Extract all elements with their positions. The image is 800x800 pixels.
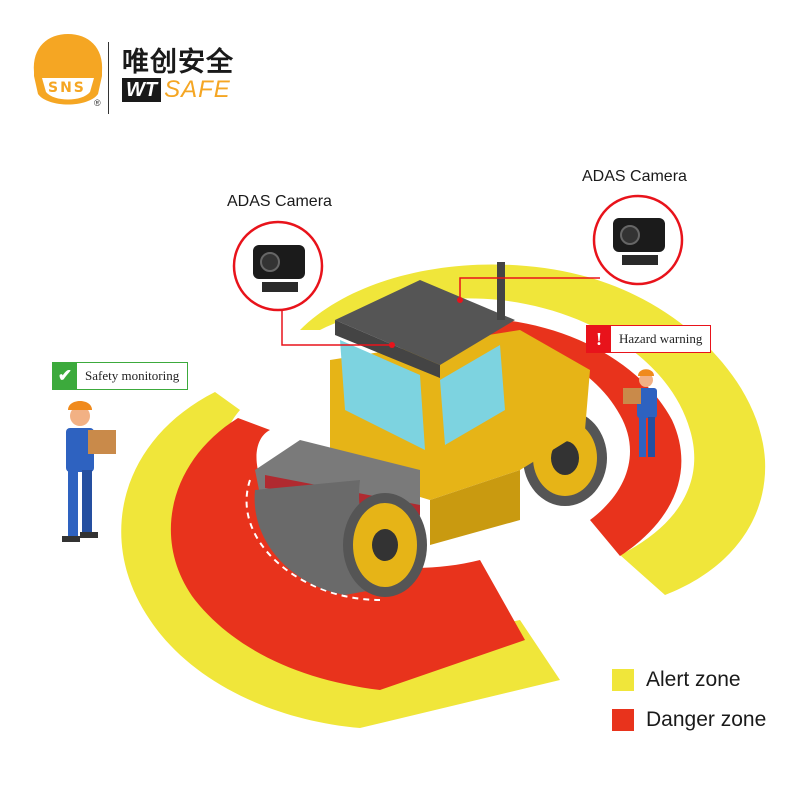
- legend-item-danger: Danger zone: [612, 700, 766, 740]
- alert-zone-swatch: [612, 669, 634, 691]
- camera-label-right: ADAS Camera: [582, 168, 687, 185]
- brand-prefix: WT: [122, 78, 162, 102]
- danger-zone-swatch: [612, 709, 634, 731]
- legend-item-alert: Alert zone: [612, 660, 766, 700]
- safety-monitoring-label: Safety monitoring: [85, 368, 180, 383]
- brand-name-cn: 唯创安全: [122, 47, 234, 78]
- road-roller: [254, 262, 607, 597]
- worker-left: [62, 401, 116, 542]
- hazard-warning-label: Hazard warning: [619, 331, 703, 346]
- danger-zone-right: [460, 318, 682, 556]
- brand-wordmark: WT SAFE: [122, 76, 231, 104]
- alert-zone-label: Alert zone: [646, 668, 741, 691]
- logo-divider: [108, 42, 109, 114]
- safety-monitoring-tag: ✔ Safety monitoring: [52, 362, 189, 390]
- right-camera-callout: [457, 194, 684, 303]
- left-camera-callout: [232, 220, 395, 348]
- check-icon: ✔: [53, 363, 77, 389]
- logo-emblem-text: SNS: [48, 80, 86, 96]
- brand-logo: SNS ®: [28, 28, 238, 118]
- hazard-warning-tag: ! Hazard warning: [586, 325, 712, 353]
- worker-right: [623, 369, 657, 457]
- zone-legend: Alert zone Danger zone: [612, 660, 766, 740]
- camera-label-left: ADAS Camera: [227, 193, 332, 210]
- brand-suffix: SAFE: [164, 76, 231, 103]
- helmet-logo-icon: [33, 34, 103, 105]
- registered-mark: ®: [94, 98, 101, 108]
- danger-zone-label: Danger zone: [646, 708, 767, 731]
- exclamation-icon: !: [587, 326, 611, 352]
